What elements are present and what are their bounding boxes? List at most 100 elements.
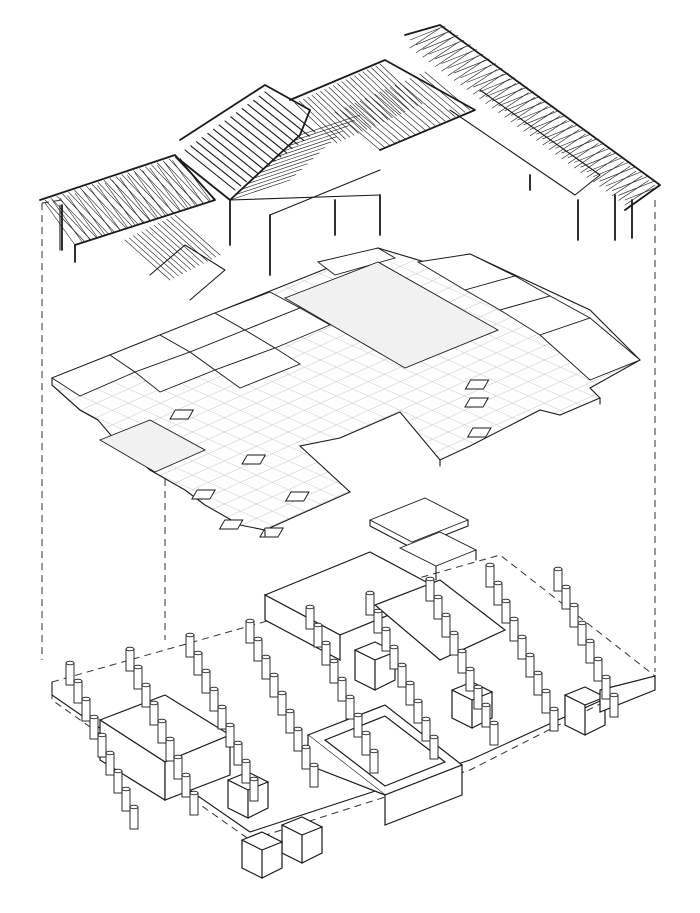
pier — [405, 680, 415, 706]
rafter — [618, 180, 649, 201]
rafter — [548, 129, 585, 144]
pier — [517, 634, 527, 660]
rafter — [149, 167, 181, 211]
pier — [525, 652, 535, 678]
rafter — [447, 53, 484, 69]
rafter — [337, 83, 380, 124]
rafter — [235, 174, 297, 195]
pier — [569, 602, 579, 628]
rafter — [580, 152, 617, 168]
rafter — [104, 182, 136, 226]
pier — [433, 594, 443, 620]
rafter — [504, 96, 536, 118]
pier — [509, 616, 519, 642]
rafter — [536, 119, 572, 135]
pier — [125, 646, 135, 672]
sunken-courtyard — [306, 704, 464, 826]
rafter — [441, 49, 477, 64]
beam — [39, 154, 216, 246]
pier — [185, 632, 195, 658]
rafter — [453, 60, 485, 81]
rafter — [517, 105, 553, 121]
rafter — [67, 195, 98, 238]
pier — [217, 704, 227, 730]
rafter — [424, 71, 471, 111]
pier — [601, 674, 611, 700]
rafter — [134, 172, 166, 216]
rafter — [213, 128, 265, 170]
rafter — [229, 179, 291, 201]
rafter — [374, 93, 421, 133]
rafter — [624, 184, 656, 206]
pier — [113, 768, 123, 794]
pier — [121, 786, 131, 812]
pier — [485, 562, 495, 588]
rafter — [574, 147, 605, 169]
rafter — [44, 199, 86, 243]
pier — [397, 662, 407, 688]
pier — [309, 762, 319, 788]
rafter — [404, 80, 451, 120]
pier — [245, 618, 255, 644]
rafter — [472, 72, 509, 88]
rafter — [218, 124, 270, 166]
rafter — [253, 99, 305, 141]
floor-slab-layer — [51, 247, 641, 538]
rafter — [599, 166, 636, 182]
rafter — [190, 145, 242, 187]
rafter — [142, 170, 173, 213]
rafter — [303, 98, 346, 140]
rafter — [359, 100, 406, 140]
pier — [81, 696, 91, 722]
pier — [261, 654, 271, 680]
pier — [337, 676, 347, 702]
rafter — [157, 165, 188, 208]
rafter — [324, 89, 368, 130]
rafter — [270, 141, 332, 163]
pier — [209, 686, 219, 712]
rafter — [247, 103, 299, 145]
rafter — [498, 92, 529, 113]
rafter — [224, 120, 276, 162]
rafter — [235, 112, 287, 154]
beam — [289, 59, 476, 151]
rafter — [89, 187, 121, 231]
rafter — [485, 83, 517, 104]
rafter — [332, 85, 376, 126]
pier — [157, 718, 167, 744]
rafter — [466, 68, 503, 83]
pier — [181, 772, 191, 798]
pier — [489, 720, 499, 746]
rafter — [168, 158, 210, 202]
rafter — [74, 189, 115, 233]
pier — [481, 702, 491, 728]
rafter — [529, 115, 566, 130]
rafter — [366, 69, 410, 111]
rafter — [491, 87, 523, 109]
beam — [149, 244, 226, 301]
rafter — [422, 36, 453, 58]
rafter — [354, 75, 397, 116]
rafter — [145, 166, 186, 210]
rafter — [172, 160, 203, 203]
rafter — [498, 91, 534, 107]
rafter — [409, 78, 456, 117]
pier — [345, 694, 355, 720]
rafter — [379, 91, 426, 131]
cylindrical-piers — [65, 562, 619, 830]
rafter — [358, 73, 402, 115]
rafter — [276, 136, 337, 157]
pier — [457, 648, 467, 674]
pier — [593, 656, 603, 682]
rafter — [201, 137, 253, 179]
glass-panel-main — [283, 261, 500, 369]
rafter — [97, 185, 128, 228]
rafter — [166, 218, 212, 260]
pier — [553, 566, 563, 592]
rafter — [354, 102, 401, 142]
beam — [404, 24, 661, 211]
rafter — [479, 78, 510, 100]
pier — [241, 758, 251, 784]
rafter — [153, 225, 200, 266]
